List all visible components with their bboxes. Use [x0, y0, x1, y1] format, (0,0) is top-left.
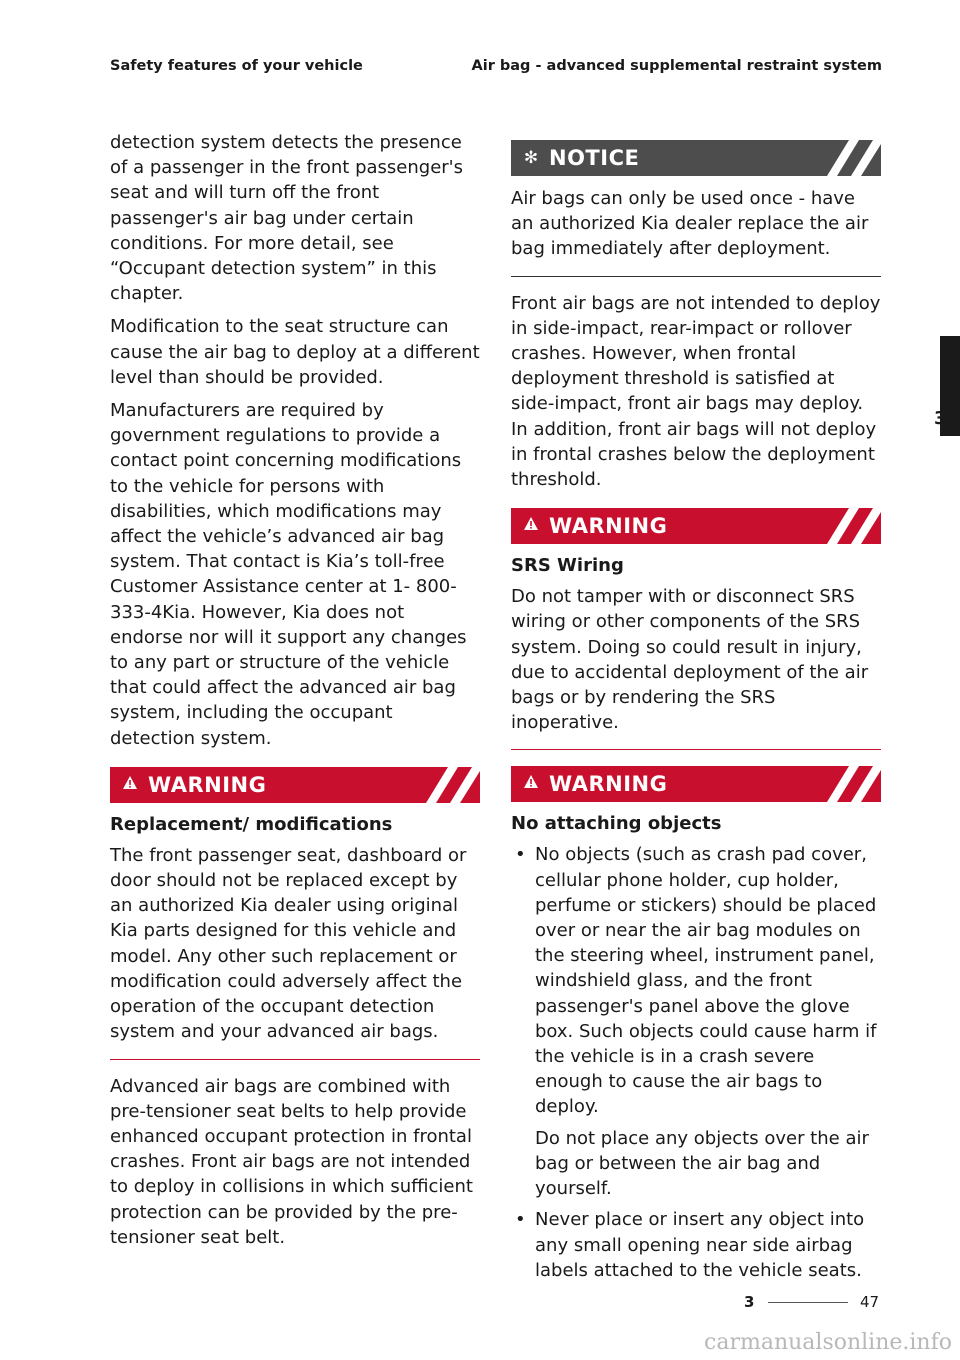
notice-body: Air bags can only be used once - have an… — [511, 188, 869, 260]
paragraph: Front air bags are not intended to deplo… — [511, 292, 881, 491]
page-number: 47 — [860, 1293, 880, 1311]
warning-body: Do not tamper with or disconnect SRS wir… — [511, 586, 869, 734]
warning-label: WARNING — [549, 514, 668, 539]
warning-title: Replacement/ modifications — [110, 813, 393, 835]
warning-end-rule — [110, 1058, 480, 1060]
warning-triangle-icon — [519, 774, 543, 794]
chapter-side-number: 3 — [934, 408, 947, 429]
warning-title: SRS Wiring — [511, 555, 624, 577]
warning-end-rule — [511, 749, 881, 751]
chapter-side-tab — [940, 336, 960, 436]
bullet-text: No objects (such as crash pad cover, cel… — [535, 844, 877, 1118]
warning-banner: WARNING — [110, 766, 480, 803]
banner-stripes-decoration — [815, 508, 881, 545]
bullet-extra-text: Do not place any objects over the air ba… — [535, 1127, 869, 1200]
footer-chapter: 3 — [744, 1293, 755, 1311]
warning-banner: WARNING — [511, 766, 881, 803]
footer-rule — [768, 1302, 848, 1303]
asterisk-icon: ✻ — [523, 148, 539, 168]
right-column: ✻ NOTICE Air bags can only be used once … — [511, 130, 881, 1289]
header-topic: Air bag - advanced supplemental restrain… — [471, 58, 883, 74]
list-item: • Never place or insert any object into … — [511, 1207, 881, 1283]
notice-banner: ✻ NOTICE — [511, 140, 881, 176]
warning-triangle-icon — [118, 775, 142, 795]
warning-label: WARNING — [549, 772, 668, 797]
banner-stripes-decoration — [815, 140, 881, 176]
paragraph: Advanced air bags are combined with pre-… — [110, 1075, 473, 1248]
bullet-text: Never place or insert any object into an… — [535, 1209, 865, 1281]
paragraph: detection system detects the presence of… — [110, 132, 463, 305]
left-column: detection system detects the presence of… — [110, 130, 480, 1258]
warning-body: The front passenger seat, dashboard or d… — [110, 844, 467, 1043]
list-item: • No objects (such as crash pad cover, c… — [511, 842, 881, 1201]
warning-triangle-icon — [519, 516, 543, 536]
bullet-icon: • — [515, 1209, 526, 1231]
notice-end-rule — [511, 275, 881, 277]
paragraph: Manufacturers are required by government… — [110, 400, 467, 749]
bullet-icon: • — [515, 844, 526, 866]
banner-stripes-decoration — [815, 766, 881, 803]
warning-banner: WARNING — [511, 508, 881, 545]
notice-label: NOTICE — [549, 146, 640, 170]
paragraph: Modification to the seat structure can c… — [110, 316, 480, 388]
banner-stripes-decoration — [414, 766, 480, 803]
header-section: Safety features of your vehicle — [110, 58, 363, 74]
warning-bullet-list: • No objects (such as crash pad cover, c… — [511, 842, 881, 1282]
watermark: carmanualsonline.info — [704, 1330, 952, 1355]
warning-title: No attaching objects — [511, 813, 722, 835]
warning-label: WARNING — [148, 772, 267, 797]
